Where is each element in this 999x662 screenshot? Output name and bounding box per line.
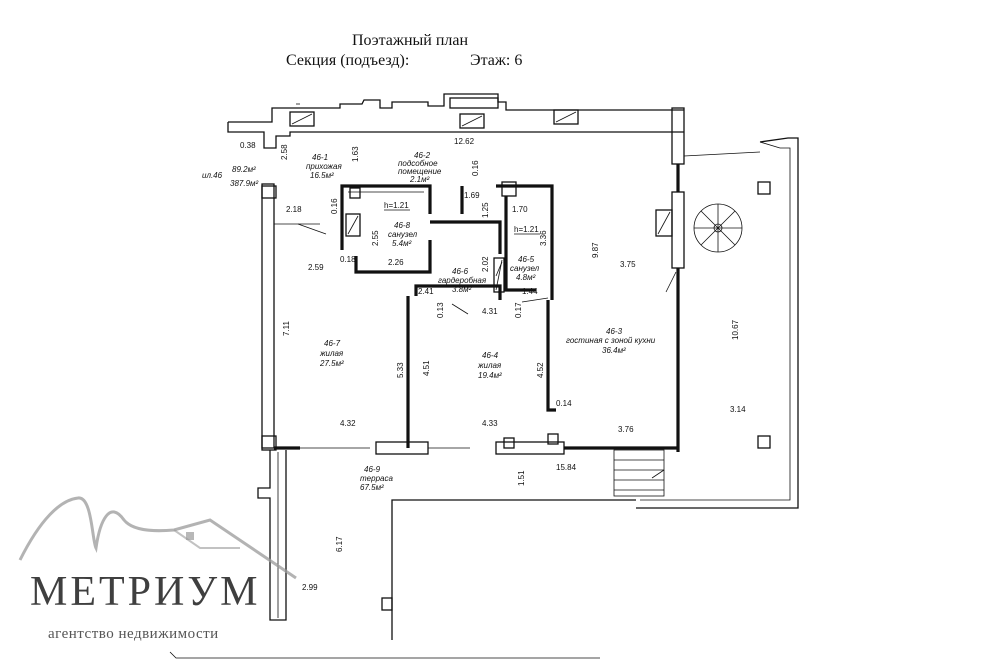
- svg-text:2.99: 2.99: [302, 583, 318, 592]
- svg-text:46-8: 46-8: [394, 221, 411, 230]
- svg-text:10.67: 10.67: [731, 319, 740, 340]
- outer-terrace-right: [636, 137, 799, 509]
- exterior-stairs: [613, 449, 665, 497]
- svg-text:санузел: санузел: [510, 264, 540, 273]
- section-label: Секция (подъезд):: [286, 52, 410, 69]
- svg-text:2.26: 2.26: [388, 258, 404, 267]
- svg-text:0.13: 0.13: [436, 302, 445, 318]
- svg-text:4.8м²: 4.8м²: [516, 273, 536, 282]
- svg-text:5.4м²: 5.4м²: [392, 239, 412, 248]
- plan-title: Поэтажный план: [352, 32, 469, 49]
- svg-text:3.76: 3.76: [618, 425, 634, 434]
- living-area-total: 89.2м²: [232, 165, 256, 174]
- room-label-46-5: 46-5 санузел 4.8м²: [510, 255, 540, 282]
- room-label-46-9: 46-9 терраса 67.5м²: [360, 465, 393, 492]
- svg-text:терраса: терраса: [360, 474, 393, 483]
- svg-text:0.18: 0.18: [340, 255, 356, 264]
- dimension-labels-vertical: 2.58 1.63 0.16 1.25 0.16 2.55 3.36 9.87 …: [280, 144, 740, 552]
- svg-text:гардеробная: гардеробная: [438, 276, 487, 285]
- svg-text:46-7: 46-7: [324, 339, 341, 348]
- svg-text:5.33: 5.33: [396, 362, 405, 378]
- east-wall: [655, 107, 761, 452]
- svg-text:гостиная с зоной кухни: гостиная с зоной кухни: [566, 336, 656, 345]
- svg-text:помещение: помещение: [398, 167, 442, 176]
- svg-text:36.4м²: 36.4м²: [602, 346, 626, 355]
- svg-text:46-2: 46-2: [414, 151, 431, 160]
- height-mark-2: h=1.21: [514, 225, 539, 234]
- svg-text:жилая: жилая: [477, 361, 502, 370]
- interior-walls: [261, 181, 556, 449]
- svg-text:4.32: 4.32: [340, 419, 356, 428]
- total-area: 387.9м²: [230, 179, 259, 188]
- dimension-labels: 0.38 12.62 1.69 1.70 2.18 0.18 2.26 2.59…: [240, 137, 746, 592]
- svg-text:2.58: 2.58: [280, 144, 289, 160]
- svg-text:4.52: 4.52: [536, 362, 545, 378]
- svg-text:3.75: 3.75: [620, 260, 636, 269]
- svg-text:6.17: 6.17: [335, 536, 344, 552]
- svg-text:1.70: 1.70: [512, 205, 528, 214]
- svg-text:3.8м²: 3.8м²: [452, 285, 472, 294]
- svg-text:2.55: 2.55: [371, 230, 380, 246]
- svg-text:46-4: 46-4: [482, 351, 499, 360]
- svg-text:0.16: 0.16: [471, 160, 480, 176]
- svg-text:подсобное: подсобное: [398, 159, 438, 168]
- svg-text:2.02: 2.02: [481, 256, 490, 272]
- top-windows: [289, 109, 579, 129]
- svg-text:9.87: 9.87: [591, 242, 600, 258]
- terrace-outline: [169, 450, 636, 659]
- svg-text:жилая: жилая: [319, 349, 344, 358]
- room-label-46-6: 46-6 гардеробная 3.8м²: [438, 267, 487, 294]
- svg-text:46-6: 46-6: [452, 267, 469, 276]
- plan-id: ил.46: [202, 171, 223, 180]
- spiral-staircase: [693, 203, 743, 253]
- svg-text:2.18: 2.18: [286, 205, 302, 214]
- svg-text:0.38: 0.38: [240, 141, 256, 150]
- svg-text:67.5м²: 67.5м²: [360, 483, 384, 492]
- svg-text:4.51: 4.51: [422, 360, 431, 376]
- metrium-logo-mark: [18, 496, 297, 580]
- svg-text:15.84: 15.84: [556, 463, 577, 472]
- svg-text:1.63: 1.63: [351, 146, 360, 162]
- svg-text:46-1: 46-1: [312, 153, 328, 162]
- room-label-46-3: 46-3 гостиная с зоной кухни 36.4м²: [566, 327, 656, 355]
- room-label-46-2: 46-2 подсобное помещение 2.1м²: [398, 151, 442, 184]
- svg-text:2.1м²: 2.1м²: [409, 175, 430, 184]
- svg-text:1.51: 1.51: [517, 470, 526, 486]
- top-wall: [227, 93, 684, 149]
- logo-wordmark: МЕТРИУМ: [30, 569, 261, 615]
- svg-text:12.62: 12.62: [454, 137, 475, 146]
- svg-text:2.59: 2.59: [308, 263, 324, 272]
- svg-text:46-5: 46-5: [518, 255, 535, 264]
- svg-text:1.44: 1.44: [522, 287, 538, 296]
- svg-text:46-9: 46-9: [364, 465, 381, 474]
- svg-text:7.11: 7.11: [282, 320, 291, 336]
- svg-text:0.16: 0.16: [330, 198, 339, 214]
- svg-text:3.14: 3.14: [730, 405, 746, 414]
- svg-text:46-3: 46-3: [606, 327, 623, 336]
- logo-tagline: агентство недвижимости: [48, 626, 219, 642]
- height-mark-1: h=1.21: [384, 201, 409, 210]
- svg-text:4.31: 4.31: [482, 307, 498, 316]
- room-label-46-4: 46-4 жилая 19.4м²: [477, 351, 502, 380]
- svg-text:1.69: 1.69: [464, 191, 480, 200]
- floor-label: Этаж: 6: [470, 52, 523, 69]
- svg-text:16.5м²: 16.5м²: [310, 171, 334, 180]
- svg-text:19.4м²: 19.4м²: [478, 371, 502, 380]
- room-label-46-7: 46-7 жилая 27.5м²: [319, 339, 344, 368]
- svg-text:прихожая: прихожая: [306, 162, 342, 171]
- room-label-46-1: 46-1 прихожая 16.5м²: [306, 153, 342, 180]
- room-label-46-8: 46-8 санузел 5.4м²: [388, 221, 418, 248]
- svg-text:27.5м²: 27.5м²: [319, 359, 344, 368]
- south-wall: [261, 185, 678, 455]
- svg-text:санузел: санузел: [388, 230, 418, 239]
- svg-text:1.25: 1.25: [481, 202, 490, 218]
- svg-text:0.17: 0.17: [514, 302, 523, 318]
- svg-text:4.33: 4.33: [482, 419, 498, 428]
- svg-text:2.41: 2.41: [418, 287, 434, 296]
- svg-text:0.14: 0.14: [556, 399, 572, 408]
- svg-text:3.36: 3.36: [539, 230, 548, 246]
